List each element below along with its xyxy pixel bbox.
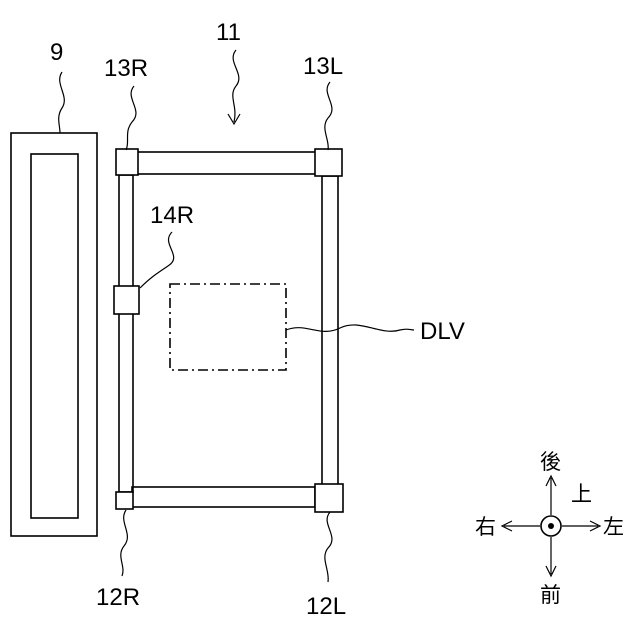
node-12R (116, 492, 133, 509)
node-12L (315, 484, 343, 512)
frame-11: 11 (114, 19, 343, 512)
compass-dot (548, 523, 554, 529)
compass-label-right: 左 (603, 515, 624, 539)
device-9-inner-box (31, 154, 78, 518)
leader-14R (140, 232, 174, 288)
node-13R (116, 149, 138, 175)
label-14R: 14R (150, 202, 194, 229)
device-9: 9 (11, 39, 97, 536)
label-11: 11 (216, 19, 241, 46)
node-14R (114, 286, 139, 314)
top-rail (134, 152, 316, 174)
device-9-outer-box (11, 133, 97, 536)
compass-label-left: 右 (475, 515, 496, 539)
compass-label-out-of-page: 上 (571, 482, 592, 506)
leader-12R (121, 510, 128, 576)
label-dlv: DLV (420, 318, 465, 345)
compass-label-down: 前 (540, 583, 561, 607)
leader-13L (325, 82, 332, 150)
right-rail (322, 176, 338, 485)
label-12R: 12R (96, 584, 140, 611)
leader-11 (233, 50, 239, 122)
dlv-region (170, 284, 286, 370)
leader-9 (59, 72, 65, 133)
label-13R: 13R (104, 55, 148, 82)
label-13L: 13L (303, 53, 343, 80)
bottom-rail (132, 487, 315, 507)
leader-13R (126, 86, 136, 150)
compass-label-up: 後 (540, 450, 561, 474)
leader-12L (325, 512, 332, 582)
direction-compass: 後 上 右 左 前 (475, 450, 624, 607)
leader-dlv (286, 325, 414, 331)
left-rail (119, 175, 133, 492)
label-12L: 12L (306, 593, 346, 620)
node-13L (315, 149, 342, 176)
label-9: 9 (50, 39, 63, 66)
